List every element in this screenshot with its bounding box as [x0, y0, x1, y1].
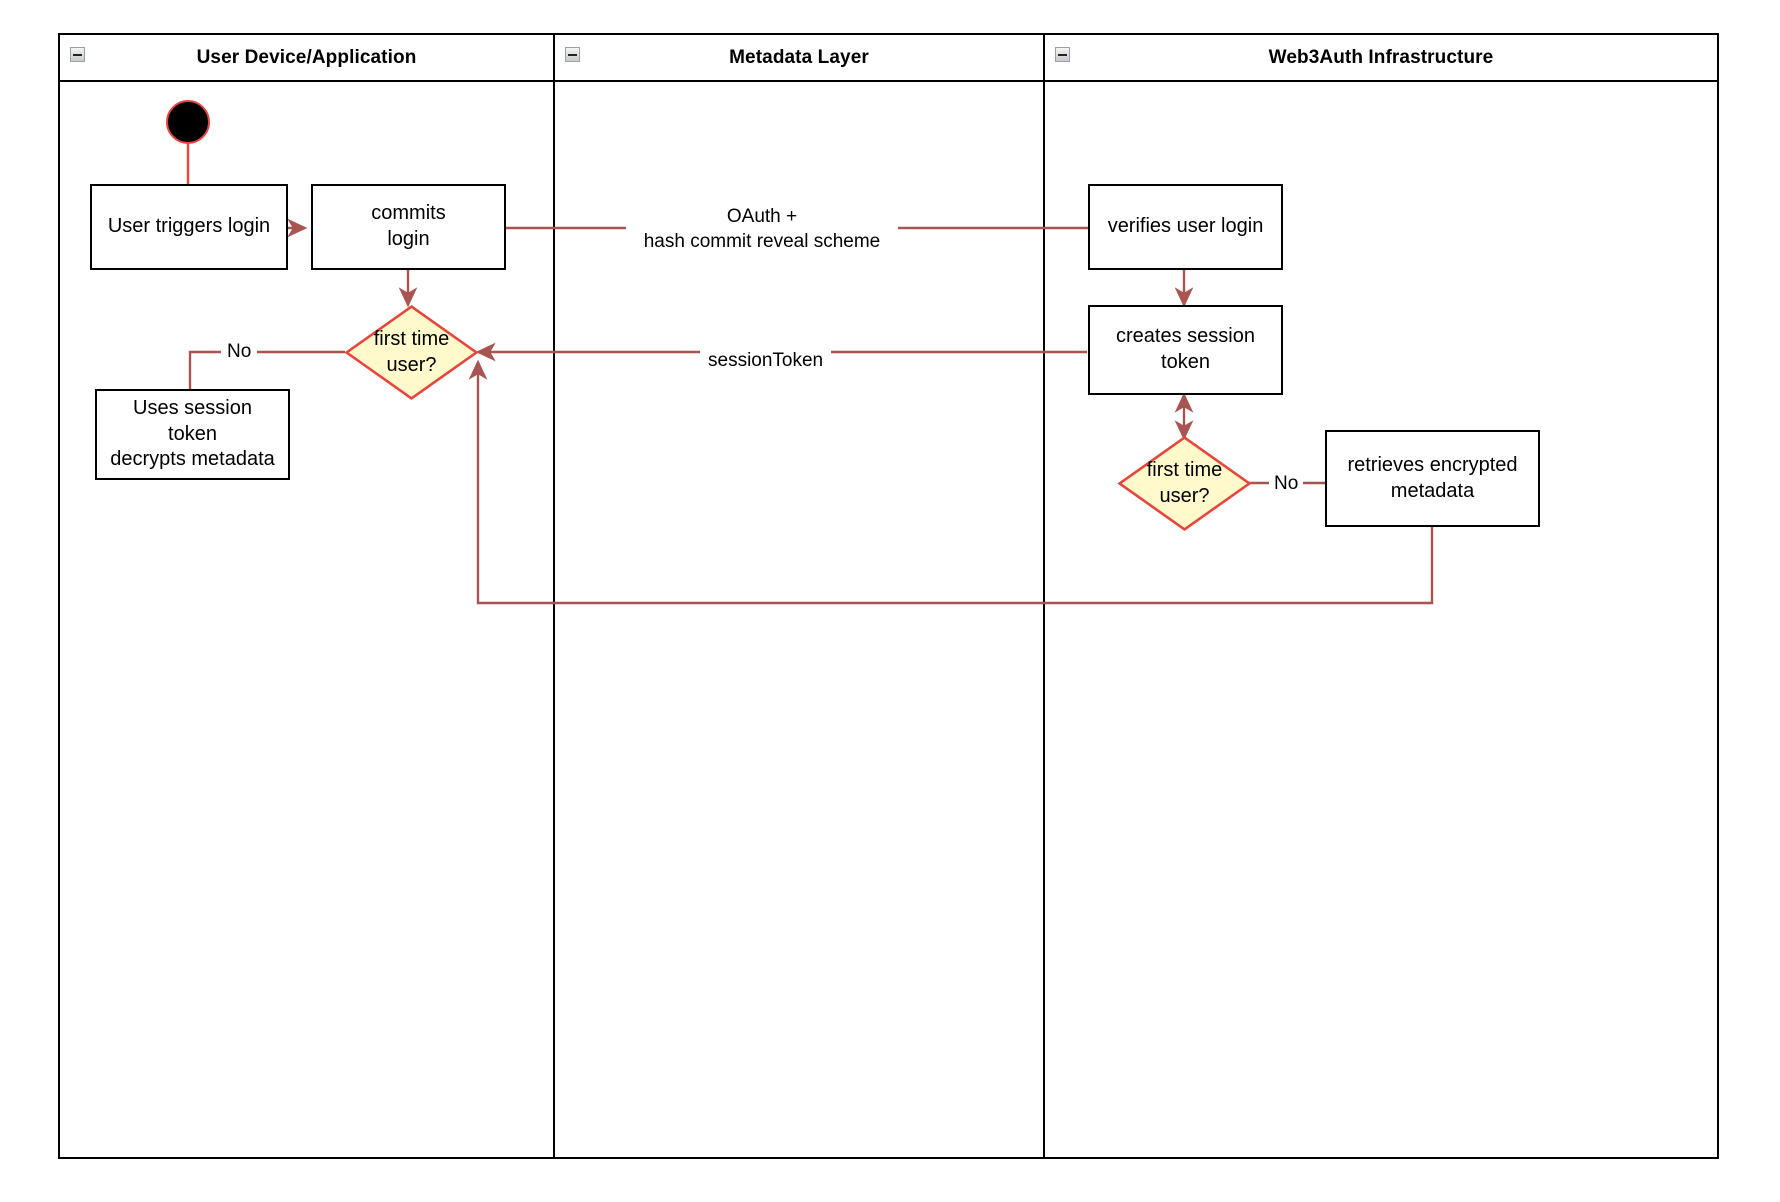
node-retrieves-encrypted-metadata[interactable]: retrieves encrypted metadata — [1325, 430, 1540, 527]
node-label: User triggers login — [107, 215, 271, 238]
node-user-triggers-login[interactable]: User triggers login — [90, 184, 288, 270]
node-commits-login[interactable]: commits login — [311, 184, 506, 270]
node-label-wrap: first time user? — [1118, 436, 1251, 531]
edge-label-oauth-line1: OAuth + — [726, 206, 798, 227]
node-verifies-user-login[interactable]: verifies user login — [1088, 184, 1283, 270]
node-label-line1: creates session — [1116, 325, 1255, 348]
node-label-line1: commits — [371, 202, 446, 225]
node-label-line2: login — [387, 228, 430, 250]
lane-title-web3auth: Web3Auth Infrastructure — [1268, 46, 1494, 68]
node-label-line1: retrieves encrypted — [1347, 453, 1518, 476]
collapse-minus-icon[interactable] — [565, 47, 580, 62]
lane-header-web3auth[interactable]: Web3Auth Infrastructure — [1045, 35, 1717, 82]
node-label-line2: metadata — [1390, 479, 1475, 502]
edge-label-session-token: sessionToken — [700, 349, 832, 374]
node-label: verifies user login — [1107, 215, 1264, 238]
node-label-line1: first time — [373, 327, 450, 350]
collapse-minus-icon[interactable] — [70, 47, 85, 62]
start-node[interactable] — [166, 100, 210, 144]
node-label-wrap: first time user? — [345, 305, 478, 400]
edge-label-oauth-line2: hash commit reveal scheme — [643, 230, 881, 252]
edge-label-oauth: OAuth + hash commit reveal scheme — [626, 205, 898, 255]
node-label-line1: Uses session — [133, 397, 252, 420]
node-label-line1: first time — [1146, 458, 1223, 481]
node-label-line2: token — [168, 422, 217, 445]
node-label-line2: user? — [1159, 484, 1210, 507]
node-label-line3: decrypts metadata — [110, 448, 275, 471]
node-uses-session-token[interactable]: Uses session token decrypts metadata — [95, 389, 290, 480]
lane-user-device: User Device/Application — [60, 35, 553, 1157]
collapse-minus-icon[interactable] — [1055, 47, 1070, 62]
lane-metadata: Metadata Layer — [553, 35, 1043, 1157]
node-creates-session-token[interactable]: creates session token — [1088, 305, 1283, 395]
lane-header-user-device[interactable]: User Device/Application — [60, 35, 553, 82]
edge-label-no-right: No — [1269, 472, 1304, 497]
swimlane-pool: User Device/Application Metadata Layer W… — [58, 33, 1719, 1159]
node-first-time-user-left[interactable]: first time user? — [344, 305, 479, 400]
lane-header-metadata[interactable]: Metadata Layer — [555, 35, 1043, 82]
node-label-line2: token — [1161, 351, 1210, 373]
node-first-time-user-right[interactable]: first time user? — [1117, 436, 1252, 531]
edge-label-no-left: No — [221, 340, 258, 365]
lane-title-metadata: Metadata Layer — [729, 46, 869, 68]
node-label-line2: user? — [386, 353, 437, 376]
lane-title-user-device: User Device/Application — [196, 46, 417, 68]
